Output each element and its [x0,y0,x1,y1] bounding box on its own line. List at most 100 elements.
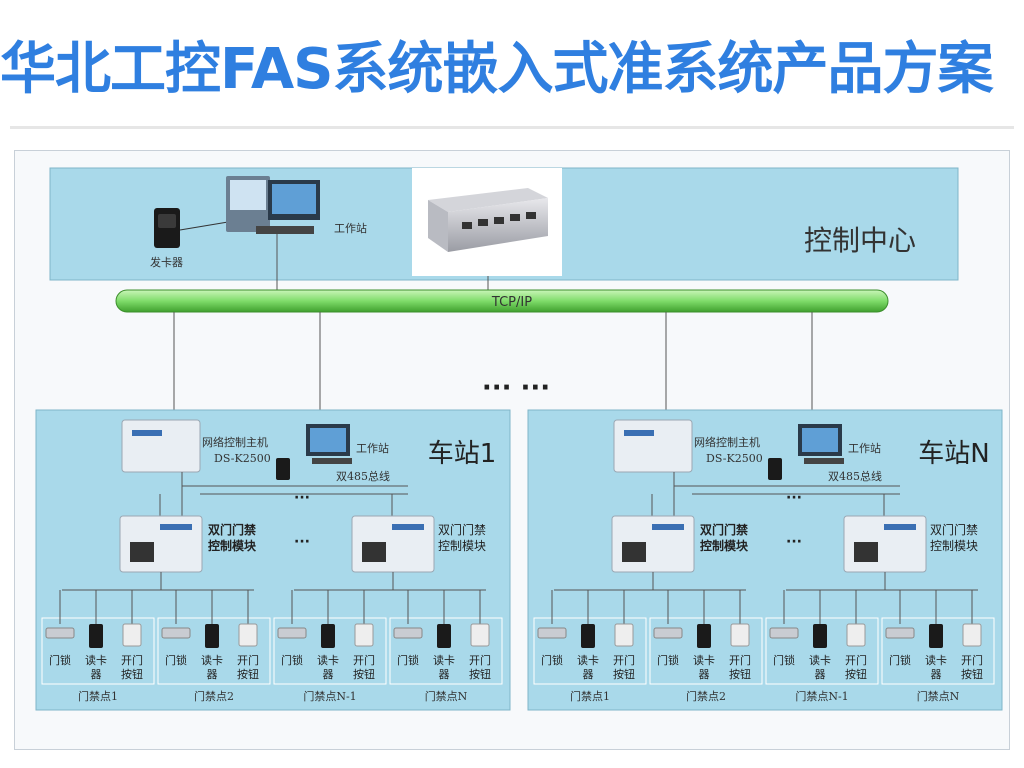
device-label: 按钮 [469,667,491,681]
embedded-server-icon [428,188,548,252]
door-lock-icon [277,627,307,639]
device-label: 开门 [121,653,143,667]
module-label-line1: 双门门禁 [700,522,748,537]
door-lock-icon [885,627,915,639]
workstation-icon [226,176,320,234]
device-label: 开门 [613,653,635,667]
device-label: 门锁 [541,653,563,667]
card-reader-icon [581,624,595,648]
station-label: 车站1 [428,439,497,469]
device-label: 读卡 [925,653,947,667]
exit-button-icon [122,623,142,647]
network-controller-label: 网络控制主机 [202,435,268,449]
device-label: 读卡 [577,653,599,667]
device-label: 按钮 [845,667,867,681]
exit-button-icon [962,623,982,647]
device-label: 开门 [469,653,491,667]
device-label: 门锁 [397,653,419,667]
exit-button-icon [614,623,634,647]
module-indicator [884,524,916,530]
station-2-panel: 车站N网络控制主机DS-K2500工作站双485总线······双门门禁控制模块… [527,409,1003,711]
door-point-label: 门禁点1 [570,689,610,703]
module-label-line1: 双门门禁 [930,522,978,537]
station-workstation-label: 工作站 [848,441,881,455]
card-reader-icon [929,624,943,648]
network-controller-icon [613,419,693,473]
card-issuer-icon [154,208,229,248]
module-label-line2: 控制模块 [930,539,978,553]
control-center-label: 控制中心 [804,224,916,257]
door-point-label: 门禁点N [425,689,468,703]
card-reader-icon [437,624,451,648]
bus-485-label: 双485总线 [336,469,390,483]
door-point-label: 门禁点N [917,689,960,703]
device-label: 门锁 [165,653,187,667]
card-issuer-label: 发卡器 [150,255,183,269]
door-point-label: 门禁点2 [686,689,726,703]
device-label: 读卡 [317,653,339,667]
module-indicator [160,524,192,530]
door-lock-icon [45,627,75,639]
bus-ellipsis: ··· [294,490,310,506]
bus-485-label: 双485总线 [828,469,882,483]
door-point-label: 门禁点1 [78,689,118,703]
device-label: 器 [815,668,826,681]
page-title: 华北工控FAS系统嵌入式准系统产品方案 [0,37,994,102]
device-label: 门锁 [889,653,911,667]
device-label: 器 [931,668,942,681]
device-label: 器 [323,668,334,681]
station-label: 车站N [918,439,989,469]
workstation-screen [802,428,838,452]
device-label: 读卡 [693,653,715,667]
workstation-keyboard [804,458,844,464]
door-lock-icon [653,627,683,639]
device-label: 门锁 [657,653,679,667]
network-controller-model: DS-K2500 [706,452,763,465]
device-label: 器 [207,668,218,681]
door-point-label: 门禁点N-1 [795,689,848,703]
station-1-panel: 车站1网络控制主机DS-K2500工作站双485总线······双门门禁控制模块… [35,409,511,711]
door-point-box [273,617,387,685]
device-label: 按钮 [961,667,983,681]
door-lock-icon [393,627,423,639]
module-label-line1: 双门门禁 [208,522,256,537]
device-label: 门锁 [281,653,303,667]
station-card-issuer-icon [768,458,782,480]
device-label: 按钮 [613,667,635,681]
door-point-box [533,617,647,685]
card-reader-icon [205,624,219,648]
door-point-box [765,617,879,685]
workstation-screen [310,428,346,452]
module-ellipsis: ··· [786,534,802,550]
exit-button-icon [354,623,374,647]
device-label: 读卡 [809,653,831,667]
station-workstation-label: 工作站 [356,441,389,455]
controller-indicator [624,430,654,436]
title-divider [10,126,1014,129]
device-label: 按钮 [729,667,751,681]
door-point-box [881,617,995,685]
tcp-ip-bus [115,289,889,313]
door-point-box [389,617,503,685]
workstation-label: 工作站 [334,221,367,235]
module-indicator [392,524,424,530]
network-controller-label: 网络控制主机 [694,435,760,449]
card-reader-icon [321,624,335,648]
exit-button-icon [238,623,258,647]
module-terminal-block [854,542,878,562]
module-terminal-block [362,542,386,562]
device-label: 读卡 [433,653,455,667]
door-lock-icon [537,627,567,639]
module-terminal-block [622,542,646,562]
device-label: 开门 [729,653,751,667]
device-label: 门锁 [773,653,795,667]
device-label: 开门 [237,653,259,667]
device-label: 器 [91,668,102,681]
ellipsis-between-stations: ··· ··· [482,373,550,403]
station-card-issuer-icon [276,458,290,480]
controller-indicator [132,430,162,436]
tcp-ip-bus-label: TCP/IP [491,295,532,310]
device-label: 读卡 [201,653,223,667]
device-label: 器 [583,668,594,681]
card-reader-icon [89,624,103,648]
